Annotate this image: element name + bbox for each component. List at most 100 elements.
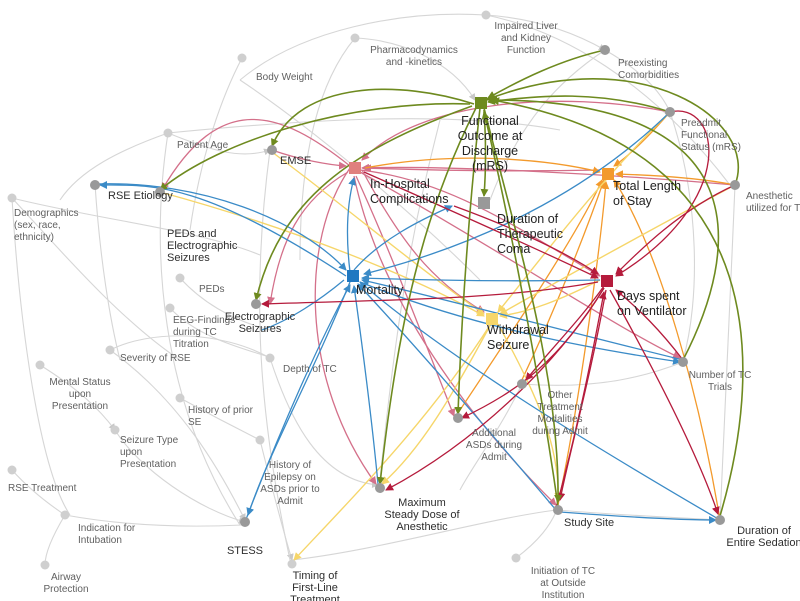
label-line: Functional [681,130,727,141]
label-line: SE [188,417,202,428]
label-line: Impaired Liver [494,21,558,32]
node-body-weight[interactable] [237,53,247,63]
node-rse-etiology[interactable] [90,180,100,190]
label-line: Steady Dose of [384,509,460,521]
node-stess[interactable] [240,517,250,527]
label-depth-tc: Depth of TC [283,364,337,375]
label-line: upon [69,389,91,400]
node-eeg-findings[interactable] [165,303,175,313]
label-line: Modalities [537,414,582,425]
label-line: Coma [497,242,530,256]
node-emse[interactable] [267,145,277,155]
node-days-spent-ventilator[interactable] [601,275,613,287]
node-peds-electrographic[interactable] [155,187,165,197]
label-line: In-Hospital [370,177,430,191]
label-line: Functional [461,114,519,128]
label-line: Depth of TC [283,364,337,375]
node-patient-age[interactable] [163,128,173,138]
label-line: during TC [173,327,217,338]
label-line: Discharge [462,144,518,158]
node-airway[interactable] [40,560,50,570]
node-peds[interactable] [175,273,185,283]
node-history-epilepsy[interactable] [255,435,265,445]
node-timing-first-line[interactable] [287,559,297,569]
label-line: Mental Status [49,377,110,388]
node-depth-tc[interactable] [265,353,275,363]
node-additional-asds[interactable] [453,413,463,423]
label-line: STESS [227,545,263,557]
node-functional-outcome[interactable] [475,97,487,109]
label-line: Treatment [290,594,340,601]
node-initiation-tc[interactable] [511,553,521,563]
label-line: upon [120,447,142,458]
label-line: Presentation [52,401,108,412]
label-line: Institution [542,590,585,601]
node-demographics[interactable] [7,193,17,203]
label-line: Total Length [613,179,681,193]
node-mental-status[interactable] [35,360,45,370]
node-anesthetic-tc[interactable] [730,180,740,190]
node-study-site[interactable] [553,505,563,515]
node-preadmit[interactable] [665,107,675,117]
node-withdrawal-seizure[interactable] [486,313,498,325]
label-patient-age: Patient Age [177,140,229,151]
label-stess: STESS [227,545,263,557]
node-in-hospital-complications[interactable] [349,162,361,174]
node-duration-therapeutic-coma[interactable] [478,197,490,209]
label-severity-rse: Severity of RSE [120,353,191,364]
label-line: Airway [51,572,81,583]
node-duration-sedation[interactable] [715,515,725,525]
nodes [7,10,740,570]
label-line: Severity of RSE [120,353,191,364]
node-other-treatment[interactable] [517,379,527,389]
node-seizure-type[interactable] [110,425,120,435]
node-electrographic-seizures[interactable] [251,299,261,309]
label-line: Pharmacodynamics [370,45,458,56]
label-line: Duration of [497,212,559,226]
label-line: First-Line [292,582,338,594]
label-line: during Admit [532,426,588,437]
node-severity-rse[interactable] [105,345,115,355]
edges-functional-outcome [159,49,744,517]
label-line: (mRS) [472,159,508,173]
label-line: Admit [481,452,507,463]
node-history-se[interactable] [175,393,185,403]
edges-complications [161,100,736,506]
node-impaired-liver[interactable] [481,10,491,20]
label-line: Anesthetic [396,521,448,533]
node-pharmaco[interactable] [350,33,360,43]
label-mortality: Mortality [356,283,404,297]
node-num-tc-trials[interactable] [678,357,688,367]
node-total-length-of-stay[interactable] [602,168,614,180]
label-line: Timing of [293,570,339,582]
label-study-site: Study Site [564,517,614,529]
label-line: Intubation [78,535,122,546]
label-line: Other [547,390,573,401]
node-mortality[interactable] [347,270,359,282]
node-max-dose[interactable] [375,483,385,493]
label-line: Duration of [737,525,792,537]
node-preexisting[interactable] [600,45,610,55]
node-indication-intubation[interactable] [60,510,70,520]
label-line: and -kinetics [386,57,442,68]
node-rse-treatment[interactable] [7,465,17,475]
